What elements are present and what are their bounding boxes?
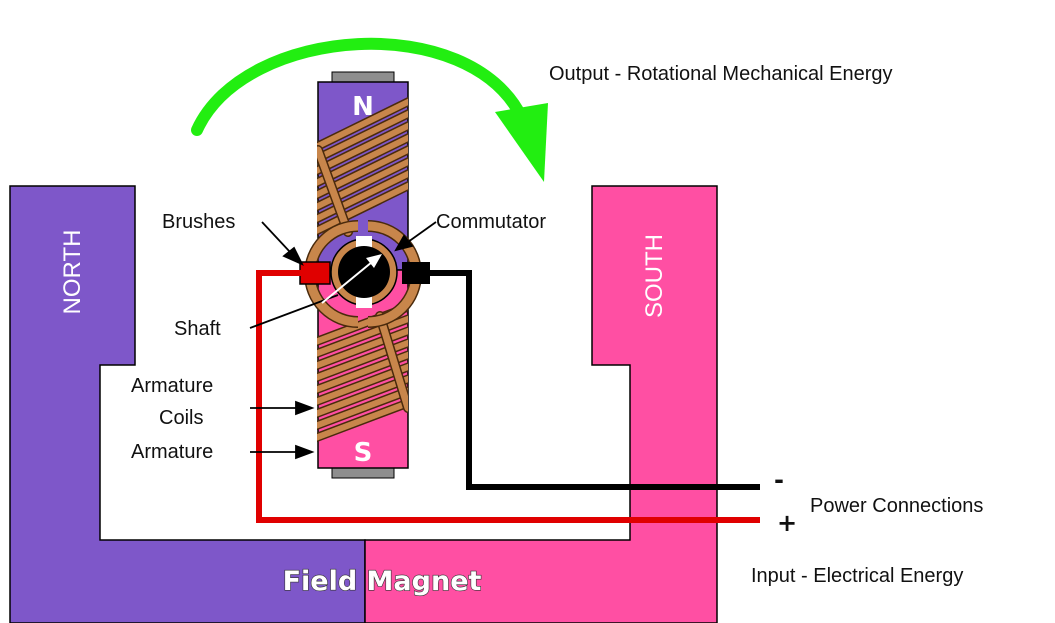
positive-terminal-sign: + [777, 509, 797, 537]
armature-label: Armature [131, 441, 213, 463]
armature-coil-lower [317, 302, 408, 443]
field-magnet-label: Field Magnet [283, 566, 482, 597]
shaft [338, 246, 390, 298]
input-label: Input - Electrical Energy [751, 565, 963, 587]
shaft-label: Shaft [174, 318, 221, 340]
north-pole-label: NORTH [59, 230, 86, 315]
field-magnet-north-half [9, 185, 366, 623]
field-magnet-south-half [364, 185, 718, 623]
leader-lines [249, 221, 437, 460]
armature-coil-upper [317, 96, 408, 237]
positive-wire [256, 270, 760, 523]
brush-positive [299, 261, 331, 285]
negative-terminal-sign: - [774, 466, 784, 494]
power-connections-label: Power Connections [810, 495, 983, 517]
armature-pole-n: N [352, 92, 374, 122]
armature-coils-label-line1: Armature [131, 375, 213, 397]
brush-negative [402, 262, 430, 284]
shaft-pointer [321, 254, 382, 304]
armature-coils-label-line2: Coils [159, 407, 203, 429]
south-pole-label: SOUTH [641, 234, 668, 318]
field-magnet [9, 185, 718, 623]
armature-pole-s: S [354, 438, 373, 468]
brushes-label: Brushes [162, 211, 235, 233]
negative-wire [428, 270, 760, 490]
commutator-label: Commutator [436, 211, 546, 233]
output-label: Output - Rotational Mechanical Energy [549, 63, 893, 85]
rotation-arrow-icon [191, 37, 548, 182]
